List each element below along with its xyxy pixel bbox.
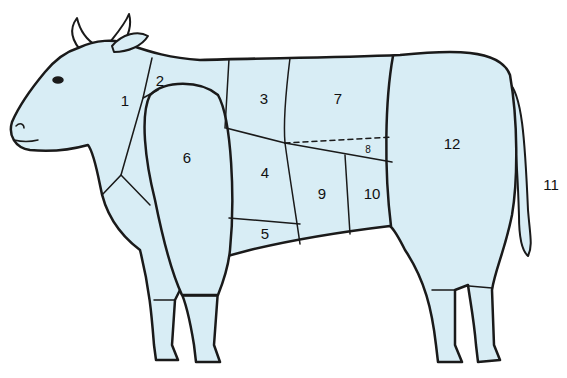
cow-body bbox=[11, 41, 516, 362]
cut-line bbox=[345, 155, 350, 234]
cut-line bbox=[285, 137, 392, 143]
callout-number: 11 bbox=[543, 177, 559, 192]
callout-number: 2 bbox=[156, 73, 164, 88]
callout-number: 7 bbox=[334, 91, 342, 106]
cut-line bbox=[121, 175, 150, 205]
nostril bbox=[16, 124, 24, 128]
callout-number: 5 bbox=[261, 226, 269, 241]
cut-line bbox=[284, 58, 290, 143]
cut-line bbox=[229, 218, 300, 224]
mouth bbox=[14, 140, 38, 142]
callout-number: 12 bbox=[444, 136, 461, 151]
callout-number: 3 bbox=[260, 91, 268, 106]
ear bbox=[112, 33, 148, 52]
shoulder-region bbox=[145, 84, 233, 295]
cut-line bbox=[143, 90, 158, 98]
callout-number: 6 bbox=[183, 150, 191, 165]
cut-line bbox=[386, 56, 393, 226]
cut-line bbox=[183, 295, 217, 297]
callout-number: 8 bbox=[365, 145, 371, 155]
callout-number: 1 bbox=[121, 93, 129, 108]
cut-line bbox=[469, 286, 492, 288]
eye bbox=[53, 77, 63, 83]
cut-line bbox=[102, 58, 152, 195]
callout-number: 9 bbox=[318, 186, 326, 201]
cut-line bbox=[432, 289, 455, 291]
callout-number: 10 bbox=[364, 186, 381, 201]
cut-line bbox=[285, 143, 392, 162]
cut-line bbox=[226, 128, 285, 143]
cut-line bbox=[225, 59, 229, 128]
cut-line bbox=[154, 299, 175, 301]
cut-line bbox=[285, 143, 300, 244]
callout-number: 4 bbox=[261, 165, 269, 180]
